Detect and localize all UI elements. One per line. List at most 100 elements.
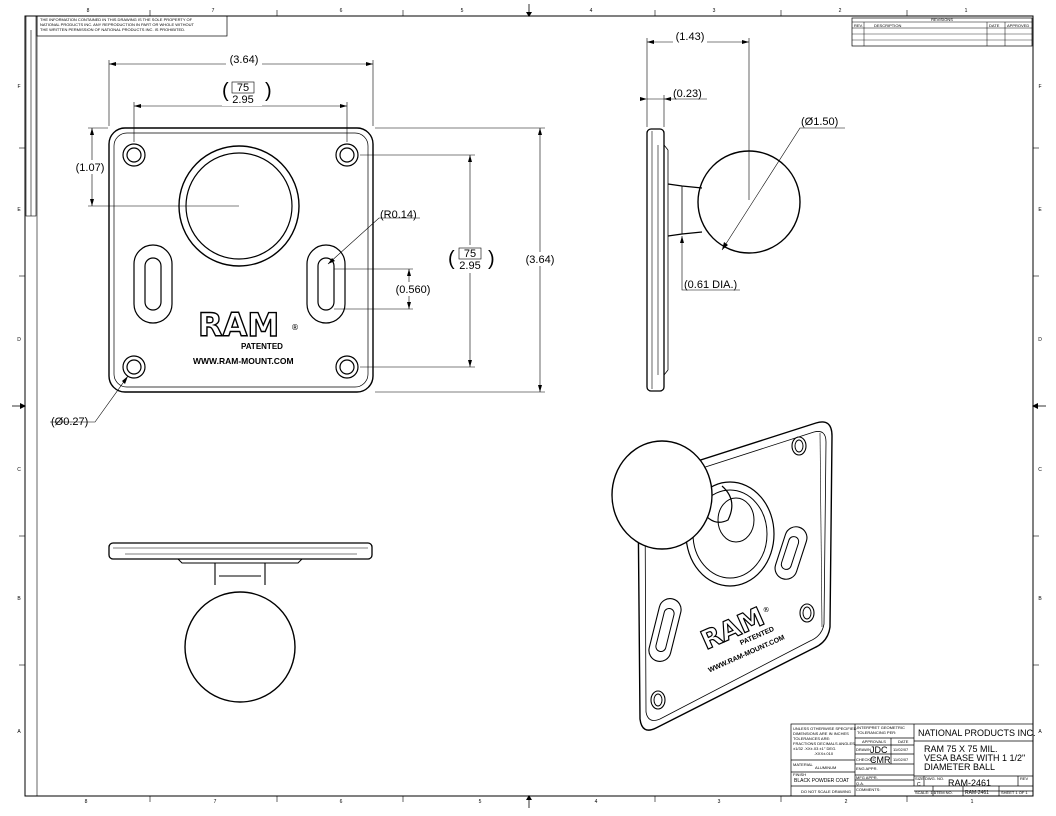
tolerance-note: UNLESS OTHERWISE SPECIFIED [793,726,857,731]
left-margin-strip [25,15,37,217]
tolerance-note: DIMENSIONS ARE IN INCHES [793,731,849,736]
zone-label: B [1038,596,1042,602]
zone-label: C [1038,467,1042,473]
bottom-plate [108,542,373,560]
zone-label: 7 [214,799,217,805]
hole-offset-dim: (1.07) [76,162,105,174]
scale-label: SCALE: 1:1 [915,790,937,795]
bottom-neck [214,563,266,585]
interpret-note: INTERPRET GEOMETRIC [857,725,905,730]
item-no-value: RAM-2461 [965,790,989,796]
drawing-title: RAM 75 X 75 MIL. [924,744,998,754]
eng-appr-label: ENG APPR. [856,766,878,771]
ball-dia-dim: (Ø1.50) [801,116,838,128]
zone-label: 3 [718,799,721,805]
zone-label: 7 [212,8,215,14]
approved-header: APPROVED [1007,23,1029,28]
zone-label: 4 [590,8,593,14]
zone-label: 5 [461,8,464,14]
zone-label: 1 [971,799,974,805]
hole-spacing-inch: 2.95 [232,94,253,106]
date-header: DATE [898,739,909,744]
iso-view-logo: RAM ® PATENTED WWW.RAM-MOUNT.COM [696,602,786,675]
bottom-view [108,542,373,703]
paren-open: ( [448,248,455,270]
zone-label: 8 [87,8,90,14]
center-arrow-left [12,403,26,409]
dwg-no-value: RAM-2461 [948,778,991,788]
notice-line: THE WRITTEN PERMISSION OF NATIONAL PRODU… [40,27,185,32]
depth-dim: (1.43) [676,31,705,43]
top-zone-labels: 8 7 6 5 4 3 2 1 [87,8,968,14]
center-arrow-bottom [526,795,532,808]
notice-line: NATIONAL PRODUCTS INC. ANY REPRODUCTION … [40,22,194,27]
base-plate-outline [108,127,374,393]
zone-label: F [1038,84,1041,90]
url-label: WWW.RAM-MOUNT.COM [193,356,294,366]
iso-ball [611,440,713,550]
company-name: NATIONAL PRODUCTS INC. [918,728,1036,738]
iso-view [611,421,833,731]
vertical-spacing-metric: 75 [464,248,476,260]
zone-label: C [17,467,21,473]
left-zone-ticks [19,147,25,666]
side-plate [646,128,665,392]
zone-label: B [17,596,21,602]
zone-label: 4 [595,799,598,805]
right-zone-labels: F E D C B A [1038,84,1042,735]
bottom-zone-labels: 8 7 6 5 4 3 2 1 [85,799,974,805]
zone-label: 3 [713,8,716,14]
revision-block: REVISIONS REV. DESCRIPTION DATE APPROVED [851,17,1033,47]
mounting-holes [122,143,359,379]
revisions-title: REVISIONS [931,17,953,22]
front-view-dimensions [50,60,545,423]
mounting-slots [133,244,346,324]
item-no-label: ITEM NO. [935,790,953,795]
dwg-no-label: DWG. NO. [925,776,944,781]
rev-label: REV [1020,776,1029,781]
left-zone-labels: F E D C B A [17,84,21,735]
checked-date: 11/02/07 [893,757,909,762]
finish-value: BLACK POWDER COAT [794,778,849,784]
mfg-appr-label: MFG APPR. [856,775,878,780]
interpret-note: TOLERANCING PER: [857,730,896,735]
approvals-header: APPROVALS [862,739,886,744]
patented-label: PATENTED [241,342,283,351]
zone-label: E [17,207,21,213]
registered-mark: ® [291,323,299,332]
hole-dia-dim: (Ø0.27) [51,416,88,428]
material-value: ALUMINUM [815,765,836,770]
overall-width-dim: (3.64) [230,54,259,66]
top-zone-ticks [149,10,908,16]
material-label: MATERIAL [793,762,813,767]
paren-open: ( [222,80,229,102]
center-arrow-top [526,4,532,17]
do-not-scale-note: DO NOT SCALE DRAWING [801,789,851,794]
drawing-title: DIAMETER BALL [924,762,995,772]
ram-logo: RAM [198,306,279,344]
front-view-dim-labels: (3.64) ( ) 75 2.95 (1.07) (R0.14) (0.560… [51,52,560,428]
zone-label: 6 [340,8,343,14]
drawn-by: JDC [870,745,888,755]
tolerance-note: TOLERANCES ARE: [793,736,830,741]
checked-by: CMR [870,755,891,765]
drawn-label: DRAWN [856,747,871,752]
neck-dia-dim: (0.61 DIA.) [684,279,737,291]
zone-label: A [1038,729,1042,735]
iso-registered-mark: ® [762,605,772,615]
zone-label: 2 [845,799,848,805]
bottom-zone-ticks [149,796,908,802]
sheet-label: SHEET 1 OF 1 [1001,790,1028,795]
size-label: SIZE [915,776,924,781]
description-header: DESCRIPTION [874,23,901,28]
zone-label: 6 [340,799,343,805]
front-view-logo: RAM ® PATENTED WWW.RAM-MOUNT.COM [193,305,299,366]
side-view-dimensions [646,38,845,291]
front-view-arrowheads [90,62,542,392]
zone-label: 1 [965,8,968,14]
tolerance-note: FRACTIONS DECIMALS ANGLES [793,741,855,746]
zone-label: E [1038,207,1042,213]
slot-radius-dim: (R0.14) [380,209,417,221]
comments-label: COMMENTS: [856,787,880,792]
zone-label: F [17,84,20,90]
